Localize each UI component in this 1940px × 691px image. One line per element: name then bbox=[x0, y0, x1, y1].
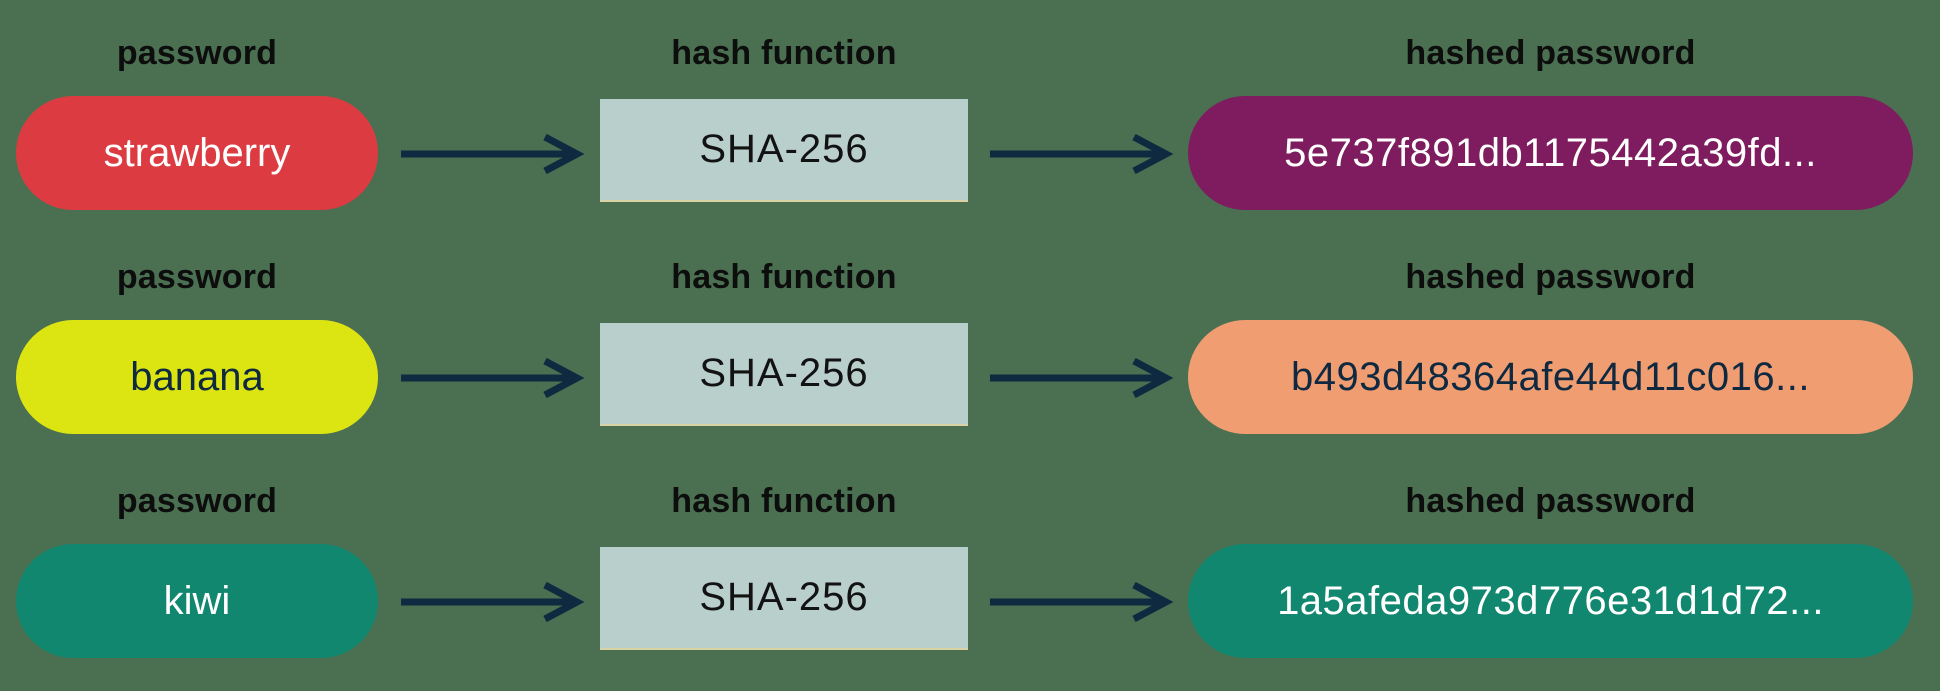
algorithm-name: SHA-256 bbox=[699, 575, 869, 619]
hash-value: 5e737f891db1175442a39fd... bbox=[1284, 130, 1817, 175]
password-label: password bbox=[116, 258, 278, 296]
hashed-password-label: hashed password bbox=[1405, 258, 1696, 296]
diagram-row: password hash function hashed password b… bbox=[0, 224, 1940, 451]
password-label: password bbox=[116, 34, 278, 72]
password-value: banana bbox=[130, 354, 264, 399]
password-pill: kiwi bbox=[16, 544, 378, 658]
hash-function-box: SHA-256 bbox=[600, 99, 968, 202]
hash-value: 1a5afeda973d776e31d1d72... bbox=[1277, 578, 1824, 623]
password-label: password bbox=[116, 482, 278, 520]
hash-function-box: SHA-256 bbox=[600, 547, 968, 650]
hashed-password-label: hashed password bbox=[1405, 34, 1696, 72]
password-value: strawberry bbox=[103, 130, 291, 175]
arrow-right-icon bbox=[990, 357, 1174, 399]
hashed-password-pill: 1a5afeda973d776e31d1d72... bbox=[1188, 544, 1913, 658]
hashed-password-pill: 5e737f891db1175442a39fd... bbox=[1188, 96, 1913, 210]
hashed-password-pill: b493d48364afe44d11c016... bbox=[1188, 320, 1913, 434]
arrow-right-icon bbox=[401, 133, 585, 175]
password-value: kiwi bbox=[163, 578, 231, 623]
hash-function-label: hash function bbox=[671, 34, 897, 72]
arrow-right-icon bbox=[990, 581, 1174, 623]
arrow-right-icon bbox=[990, 133, 1174, 175]
algorithm-name: SHA-256 bbox=[699, 351, 869, 395]
hash-value: b493d48364afe44d11c016... bbox=[1291, 354, 1810, 399]
hashed-password-label: hashed password bbox=[1405, 482, 1696, 520]
diagram-row: password hash function hashed password k… bbox=[0, 448, 1940, 675]
algorithm-name: SHA-256 bbox=[699, 127, 869, 171]
hash-function-label: hash function bbox=[671, 258, 897, 296]
password-pill: banana bbox=[16, 320, 378, 434]
hash-function-box: SHA-256 bbox=[600, 323, 968, 426]
diagram-row: password hash function hashed password s… bbox=[0, 0, 1940, 227]
arrow-right-icon bbox=[401, 581, 585, 623]
hash-function-label: hash function bbox=[671, 482, 897, 520]
arrow-right-icon bbox=[401, 357, 585, 399]
password-pill: strawberry bbox=[16, 96, 378, 210]
